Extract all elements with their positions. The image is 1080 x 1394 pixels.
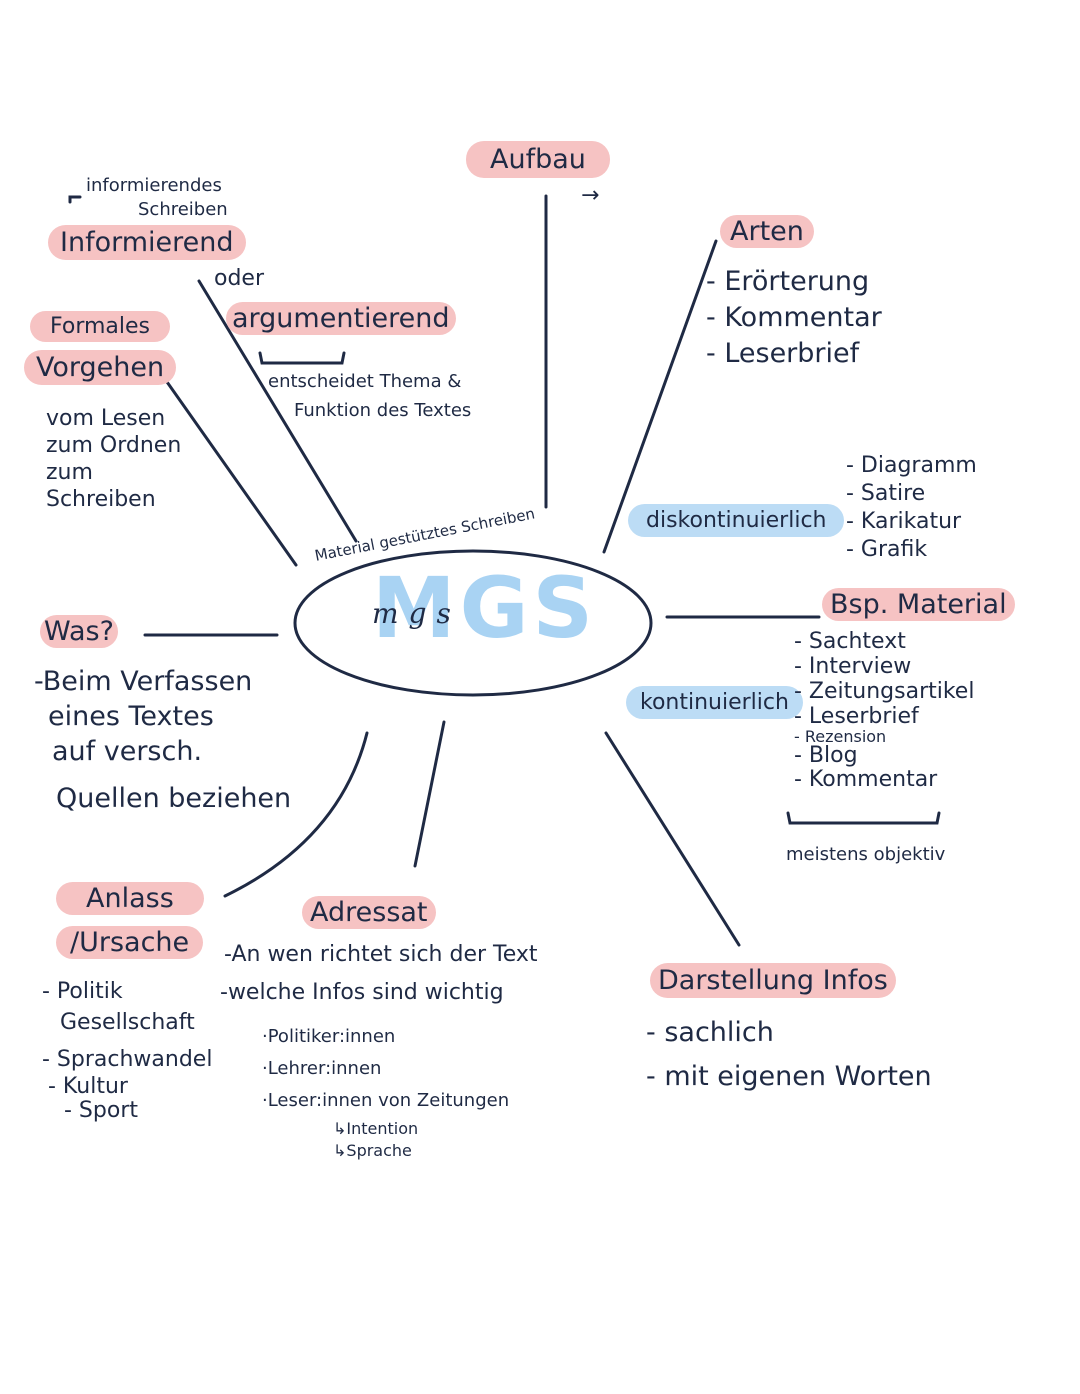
material-item: - Sachtext: [794, 629, 906, 654]
was-line: -Beim Verfassen: [34, 666, 253, 697]
diskontinuierlich-item: - Grafik: [846, 537, 928, 562]
adressat-item: ·Lehrer:innen: [262, 1058, 382, 1079]
aufbau-arrow-icon: →: [581, 183, 600, 208]
kontinuierlich-label: kontinuierlich: [626, 686, 803, 720]
anlass-list: - Politik Gesellschaft - Sprachwandel - …: [42, 976, 212, 1123]
center-ellipse: [293, 549, 653, 697]
informierend-label: Informierend: [48, 225, 246, 261]
connector-informierend: [197, 279, 358, 543]
anlass-item: Gesellschaft: [60, 1010, 195, 1035]
connector-anlass: [223, 731, 369, 898]
informierend-decides-1: entscheidet Thema &: [268, 371, 462, 392]
material-item: - Interview: [794, 654, 912, 679]
formales-item: zum: [46, 460, 93, 485]
formales-list: vom Lesen zum Ordnen zum Schreiben: [46, 405, 181, 513]
adressat-line-2: -welche Infos sind wichtig: [220, 980, 504, 1005]
darstellung-list: - sachlich - mit eigenen Worten: [646, 1011, 932, 1099]
arten-item: - Erörterung: [706, 266, 870, 297]
informierend-oder: oder: [214, 266, 265, 291]
darstellung-label: Darstellung Infos: [650, 963, 896, 999]
was-line: eines Textes: [48, 701, 214, 732]
bracket-informierend-note: [68, 195, 82, 204]
adressat-label: Adressat: [302, 896, 436, 930]
formales-item: Schreiben: [46, 487, 156, 512]
connector-darstellung: [604, 731, 741, 947]
material-note: meistens objektiv: [786, 844, 946, 865]
formales-item: zum Ordnen: [46, 433, 182, 458]
connector-arten: [602, 239, 718, 554]
diskontinuierlich-list: - Diagramm - Satire - Karikatur - Grafik: [846, 452, 977, 564]
diskontinuierlich-label: diskontinuierlich: [628, 504, 845, 538]
material-item: - Rezension: [794, 727, 887, 746]
arten-item: - Leserbrief: [706, 338, 860, 369]
adressat-sub-item: ↳Sprache: [333, 1141, 412, 1160]
was-label: Was?: [40, 615, 118, 649]
adressat-sub-list: ↳Intention ↳Sprache: [333, 1118, 418, 1162]
anlass-item: - Sport: [64, 1098, 138, 1123]
was-line: Quellen beziehen: [56, 783, 292, 814]
formales-label-2: Vorgehen: [24, 350, 177, 386]
informierend-note-2: Schreiben: [138, 199, 228, 220]
material-item: - Leserbrief: [794, 704, 919, 729]
anlass-label-2: /Ursache: [56, 926, 204, 960]
material-item: - Zeitungsartikel: [794, 679, 975, 704]
informierend-decides-2: Funktion des Textes: [294, 400, 472, 421]
was-list: -Beim Verfassen eines Textes auf versch.…: [34, 664, 291, 816]
material-item: - Kommentar: [794, 767, 938, 792]
formales-item: vom Lesen: [46, 406, 166, 431]
bracket-argumentierend: [258, 351, 346, 365]
anlass-label-1: Anlass: [56, 882, 204, 916]
darstellung-item: - mit eigenen Worten: [646, 1061, 932, 1092]
arten-label: Arten: [720, 215, 814, 249]
adressat-line-1: -An wen richtet sich der Text: [224, 942, 538, 967]
material-label: Bsp. Material: [822, 588, 1015, 622]
adressat-list: ·Politiker:innen ·Lehrer:innen ·Leser:in…: [262, 1021, 509, 1117]
bracket-material: [786, 811, 941, 825]
diskontinuierlich-item: - Diagramm: [846, 453, 977, 478]
informierend-note-1: informierendes: [86, 175, 222, 196]
anlass-item: - Politik: [42, 979, 123, 1004]
was-line: auf versch.: [52, 736, 203, 767]
center-handwritten: mgs: [372, 597, 461, 630]
formales-label-1: Formales: [30, 311, 171, 343]
adressat-sub-item: ↳Intention: [333, 1119, 419, 1138]
aufbau-label: Aufbau: [466, 141, 610, 179]
connector-formales: [146, 353, 298, 567]
anlass-item: - Sprachwandel: [42, 1047, 213, 1072]
anlass-item: - Kultur: [48, 1074, 128, 1099]
arten-item: - Kommentar: [706, 302, 882, 333]
material-list: - Sachtext - Interview - Zeitungsartikel…: [794, 629, 974, 792]
diskontinuierlich-item: - Karikatur: [846, 509, 962, 534]
arten-list: - Erörterung - Kommentar - Leserbrief: [706, 264, 882, 372]
center-acronym: MGS: [372, 559, 598, 657]
darstellung-item: - sachlich: [646, 1017, 774, 1048]
argumentierend-label: argumentierend: [226, 302, 456, 336]
adressat-item: ·Leser:innen von Zeitungen: [262, 1090, 510, 1111]
material-item: - Blog: [794, 743, 858, 768]
adressat-item: ·Politiker:innen: [262, 1026, 396, 1047]
connector-adressat: [413, 720, 446, 868]
diskontinuierlich-item: - Satire: [846, 481, 926, 506]
